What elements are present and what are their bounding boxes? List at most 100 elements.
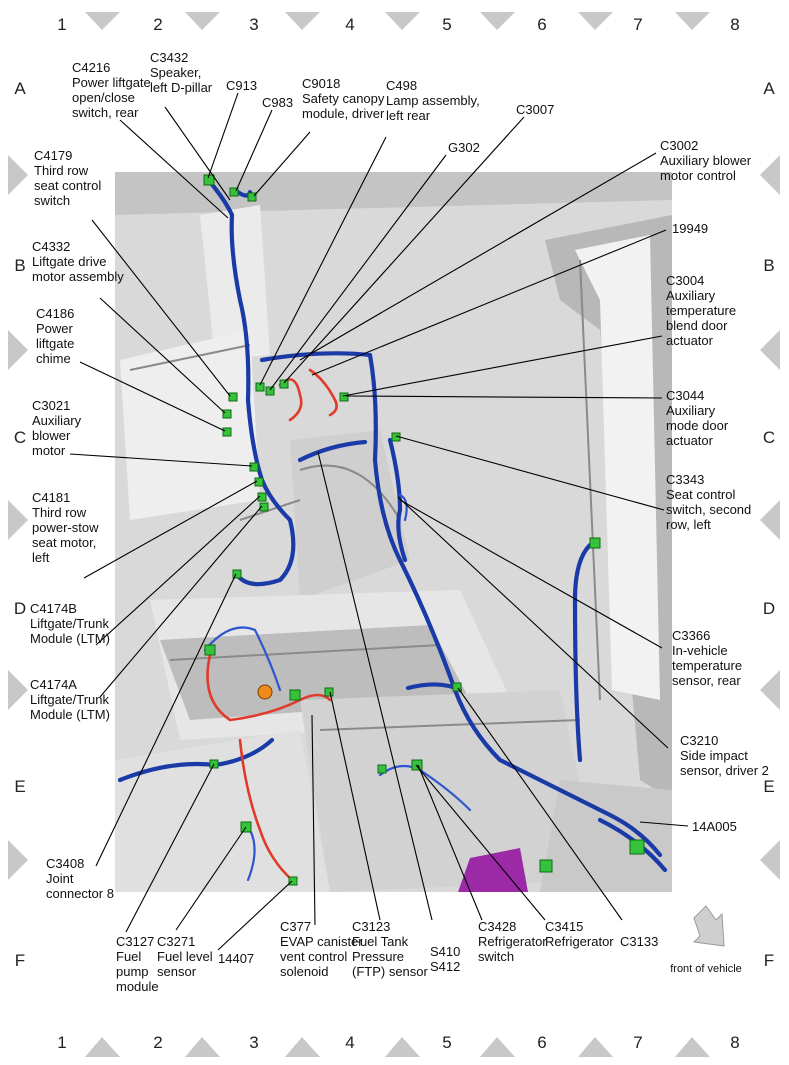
connector-c3415 xyxy=(377,764,387,774)
row-label: C xyxy=(14,428,26,447)
row-labels-right: A B C D E F xyxy=(763,79,775,970)
col-label: 5 xyxy=(442,15,451,34)
vehicle-body-illustration xyxy=(115,172,672,892)
connector-14407 xyxy=(288,876,298,886)
row-label: E xyxy=(14,777,25,796)
column-labels-bottom: 1 2 3 4 5 6 7 8 xyxy=(57,1033,739,1052)
col-label: 8 xyxy=(730,15,739,34)
connector-orange xyxy=(257,684,273,700)
front-arrow-icon xyxy=(692,905,725,947)
row-label: F xyxy=(764,951,774,970)
label-19949: 19949 xyxy=(672,221,708,236)
connector-c3021 xyxy=(249,462,259,472)
connector-c4179 xyxy=(228,392,238,402)
row-label: B xyxy=(14,256,25,275)
front-of-vehicle-label: front of vehicle xyxy=(670,963,742,975)
top-triangles xyxy=(85,12,710,30)
bottom-triangles xyxy=(85,1037,710,1057)
connector-c3007 xyxy=(279,379,289,389)
label-14a005: 14A005 xyxy=(692,819,737,834)
label-g302: G302 xyxy=(448,140,480,155)
connector-g302 xyxy=(265,386,275,396)
col-label: 7 xyxy=(633,1033,642,1052)
row-label: D xyxy=(763,599,775,618)
connector-c983 xyxy=(229,187,239,197)
col-label: 5 xyxy=(442,1033,451,1052)
leader-lines xyxy=(69,92,689,951)
label-c3133: C3133 xyxy=(620,934,658,949)
label-c913: C913 xyxy=(226,78,257,93)
row-label: C xyxy=(763,428,775,447)
col-label: 1 xyxy=(57,1033,66,1052)
connector-c4174b xyxy=(257,492,267,502)
connector-c3428 xyxy=(411,759,423,771)
connector-c3133 xyxy=(452,682,462,692)
left-triangles xyxy=(8,155,28,880)
connector-c377 xyxy=(324,687,334,697)
right-triangles xyxy=(760,155,780,880)
col-label: 7 xyxy=(633,15,642,34)
row-label: A xyxy=(763,79,775,98)
refrigerator-module xyxy=(458,848,528,892)
col-label: 1 xyxy=(57,15,66,34)
label-c3007: C3007 xyxy=(516,102,554,117)
row-label: F xyxy=(15,951,25,970)
front-of-vehicle-indicator: front of vehicle xyxy=(670,905,742,975)
connector-c4332 xyxy=(222,409,232,419)
connector-c3123 xyxy=(289,689,301,701)
col-label: 8 xyxy=(730,1033,739,1052)
column-labels-top: 1 2 3 4 5 6 7 8 xyxy=(57,15,739,34)
col-label: 2 xyxy=(153,1033,162,1052)
col-label: 4 xyxy=(345,1033,354,1052)
grid-frame xyxy=(8,12,780,1057)
row-label: B xyxy=(763,256,774,275)
connector-14a005 xyxy=(629,839,645,855)
connector-c4174a xyxy=(259,502,269,512)
connector-fuel-pump xyxy=(204,644,216,656)
col-label: 6 xyxy=(537,1033,546,1052)
connector-c4186 xyxy=(222,427,232,437)
connector-c9018 xyxy=(247,192,257,202)
col-label: 3 xyxy=(249,1033,258,1052)
col-label: 3 xyxy=(249,15,258,34)
row-label: D xyxy=(14,599,26,618)
col-label: 2 xyxy=(153,15,162,34)
label-c983: C983 xyxy=(262,95,293,110)
connector-c3044 xyxy=(339,392,349,402)
connector-c498 xyxy=(255,382,265,392)
connector-c3210 xyxy=(539,859,553,873)
row-labels-left: A B C D E F xyxy=(14,79,26,970)
label-14407: 14407 xyxy=(218,951,254,966)
col-label: 6 xyxy=(537,15,546,34)
row-label: E xyxy=(763,777,774,796)
col-label: 4 xyxy=(345,15,354,34)
row-label: A xyxy=(14,79,26,98)
